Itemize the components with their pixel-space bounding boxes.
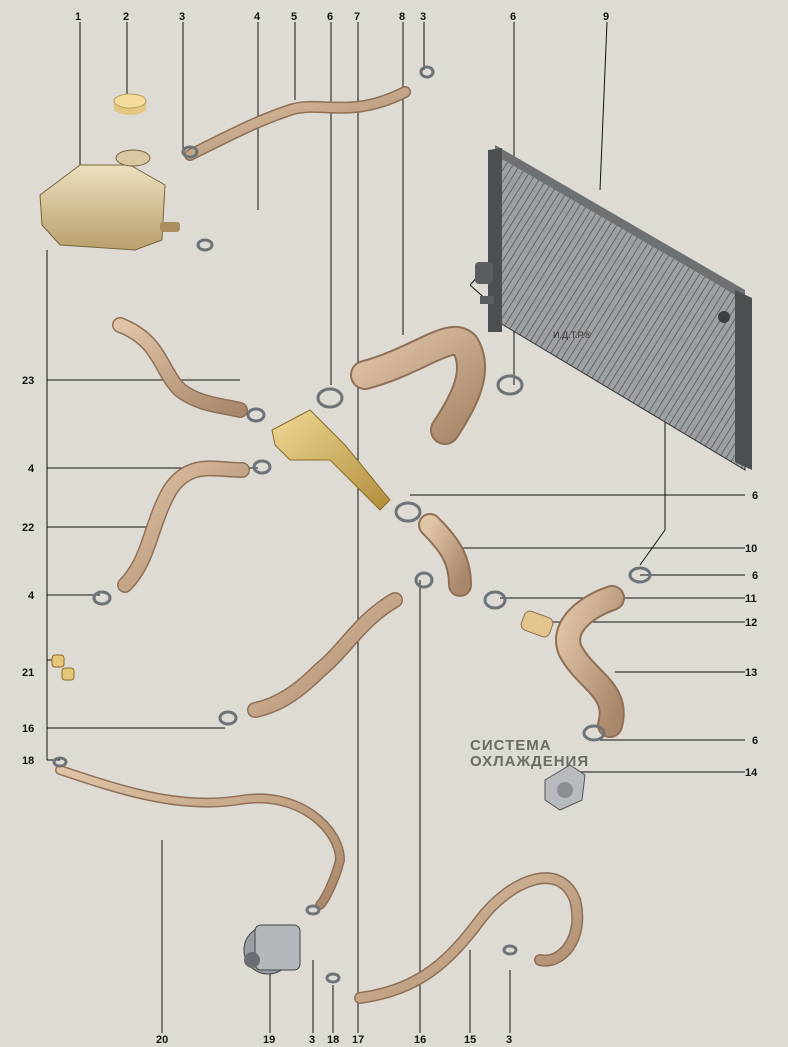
section-title: СИСТЕМА ОХЛАЖДЕНИЯ: [470, 738, 589, 770]
callout-4: 4: [28, 590, 35, 602]
hoses: [55, 86, 625, 1004]
callout-5: 5: [291, 11, 297, 23]
callout-6: 6: [510, 11, 516, 23]
callout-13: 13: [745, 667, 757, 679]
callout-3: 3: [309, 1034, 315, 1046]
callout-3: 3: [179, 11, 185, 23]
callout-16: 16: [22, 723, 34, 735]
callout-6: 6: [327, 11, 333, 23]
callout-15: 15: [464, 1034, 476, 1046]
callout-6: 6: [752, 570, 758, 582]
callout-1: 1: [75, 11, 81, 23]
callout-14: 14: [745, 767, 758, 779]
callout-6: 6: [752, 735, 758, 747]
callout-2: 2: [123, 11, 129, 23]
callout-7: 7: [354, 11, 360, 23]
section-title-line1: СИСТЕМА: [470, 737, 552, 754]
expansion-tank: [39, 149, 180, 251]
callout-21: 21: [22, 667, 34, 679]
callout-4: 4: [28, 463, 35, 475]
callout-16: 16: [414, 1034, 426, 1046]
throttle-body: [243, 924, 301, 975]
coolant-pipe: [271, 409, 391, 511]
callout-4: 4: [254, 11, 261, 23]
callout-6: 6: [752, 490, 758, 502]
outlet-nozzle: [520, 610, 554, 638]
plugs: [51, 654, 75, 681]
callout-8: 8: [399, 11, 405, 23]
callout-numbers: 1 2 3 4 5 6 7 8 3 6 9 23 4 22 4 21 16 18…: [22, 11, 758, 1046]
callout-20: 20: [156, 1034, 168, 1046]
section-title-line2: ОХЛАЖДЕНИЯ: [470, 753, 590, 770]
radiator: И.Д.Т.Р.®: [475, 145, 752, 471]
watermark: И.Д.Т.Р.®: [553, 330, 591, 340]
callout-11: 11: [745, 593, 757, 605]
callout-22: 22: [22, 522, 34, 534]
callout-18: 18: [327, 1034, 339, 1046]
callout-3: 3: [420, 11, 426, 23]
clamps: [52, 65, 652, 984]
callout-19: 19: [263, 1034, 275, 1046]
callout-18: 18: [22, 755, 34, 767]
filler-cap: [113, 93, 147, 115]
callout-12: 12: [745, 617, 757, 629]
callout-3: 3: [506, 1034, 512, 1046]
callout-10: 10: [745, 543, 757, 555]
callout-9: 9: [603, 11, 609, 23]
thermostat-housing: [544, 764, 586, 811]
callout-23: 23: [22, 375, 34, 387]
callout-17: 17: [352, 1034, 364, 1046]
